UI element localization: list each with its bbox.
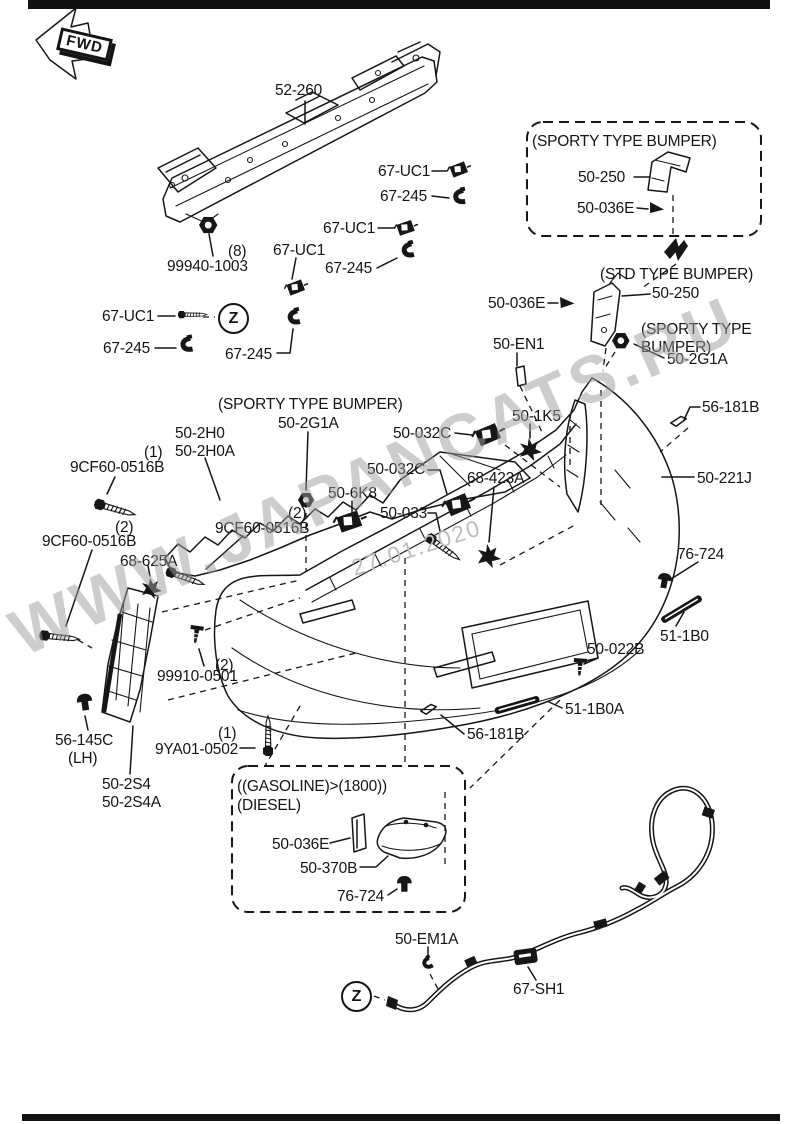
part-label-50-1k5: 50-1K5 — [512, 408, 561, 425]
part-label-56-145c: 56-145C — [55, 732, 114, 749]
side-bracket-drawing — [77, 579, 361, 775]
part-label-50-2g1a: 50-2G1A — [278, 415, 339, 432]
part-label-50-033: 50-033 — [380, 505, 428, 522]
part-label-50-6k8: 50-6K8 — [328, 485, 377, 502]
part-label-1: (1) — [144, 444, 163, 461]
double-arrow-icon — [664, 238, 688, 261]
part-label-sporty-type-bumper: (SPORTY TYPE BUMPER) — [532, 133, 717, 150]
part-label-67-sh1: 67-SH1 — [513, 981, 565, 998]
part-label-std-type-bumper: (STD TYPE BUMPER) — [600, 266, 754, 283]
part-label-50-032c: 50-032C — [367, 461, 426, 478]
part-label-50-036e: 50-036E — [488, 295, 546, 312]
part-label-50-em1a: 50-EM1A — [395, 931, 459, 948]
part-label-50-022b: 50-022B — [587, 641, 645, 658]
part-label-67-uc1: 67-UC1 — [102, 308, 155, 325]
part-label-56-181b: 56-181B — [702, 399, 760, 416]
part-label-52-260: 52-260 — [275, 82, 323, 99]
part-label-50-2s4-50-2s4a: 50-2S4 50-2S4A — [102, 776, 161, 811]
part-label-51-1b0a: 51-1B0A — [565, 701, 624, 718]
reinforcement-bar-drawing — [157, 41, 441, 224]
part-label-50-2h0-50-2h0a: 50-2H0 50-2H0A — [175, 425, 235, 460]
release-wire-drawing — [373, 785, 715, 1013]
part-label-9cf60-0516b: 9CF60-0516B — [215, 520, 310, 537]
part-label-67-245: 67-245 — [103, 340, 151, 357]
part-label-56-181b: 56-181B — [467, 726, 525, 743]
part-label-50-2g1a: 50-2G1A — [667, 351, 728, 368]
part-label-1: (1) — [218, 725, 237, 742]
clip-56181b-top — [669, 406, 701, 428]
z-view-circle-top: Z — [218, 303, 249, 334]
part-label-76-724: 76-724 — [337, 888, 385, 905]
part-label-50-036e: 50-036E — [577, 200, 635, 217]
part-label-76-724: 76-724 — [677, 546, 725, 563]
part-label-68-423a: 68-423A — [467, 470, 525, 487]
left-fasteners — [38, 476, 274, 757]
fuel-variant-box — [231, 558, 561, 913]
part-label-50-221j: 50-221J — [697, 470, 752, 487]
bottom-border-bar — [22, 1114, 780, 1121]
part-label-67-245: 67-245 — [325, 260, 373, 277]
part-label-50-en1: 50-EN1 — [493, 336, 545, 353]
part-label-8: (8) — [228, 243, 247, 260]
part-label-67-245: 67-245 — [380, 188, 428, 205]
std-bracket-drawing — [547, 263, 677, 371]
part-label-9ya01-0502: 9YA01-0502 — [155, 741, 239, 758]
part-label-50-250: 50-250 — [578, 169, 626, 186]
part-label-67-uc1: 67-UC1 — [323, 220, 376, 237]
right-side-parts — [419, 561, 704, 735]
part-label-50-036e: 50-036E — [272, 836, 330, 853]
part-label-9cf60-0516b: 9CF60-0516B — [70, 459, 165, 476]
part-label-sporty-type-bumper: (SPORTY TYPE BUMPER) — [641, 321, 752, 356]
middle-fasteners — [298, 352, 689, 572]
part-label-67-245: 67-245 — [225, 346, 273, 363]
nut-99940-icon — [199, 217, 218, 257]
part-label-51-1b0: 51-1B0 — [660, 628, 709, 645]
part-label-68-625a: 68-625A — [120, 553, 178, 570]
part-label-50-370b: 50-370B — [300, 860, 358, 877]
top-border-bar — [28, 0, 770, 9]
part-label-2: (2) — [115, 519, 134, 536]
part-label-67-uc1: 67-UC1 — [273, 242, 326, 259]
z-view-circle-bottom: Z — [341, 981, 372, 1012]
part-label-67-uc1: 67-UC1 — [378, 163, 431, 180]
part-label-9cf60-0516b: 9CF60-0516B — [42, 533, 137, 550]
clip-cluster — [154, 160, 473, 354]
trim-strip-drawing — [164, 451, 531, 577]
sporty-nut-right — [602, 333, 665, 372]
part-label-99940-1003: 99940-1003 — [167, 258, 248, 275]
part-label-lh: (LH) — [68, 750, 98, 767]
part-label-50-250: 50-250 — [652, 285, 700, 302]
part-label-99910-0501: 99910-0501 — [157, 668, 238, 685]
part-label-50-032c: 50-032C — [393, 425, 452, 442]
part-label-gasoline-1800: ((GASOLINE)>(1800)) — [237, 778, 387, 795]
part-label-sporty-type-bumper: (SPORTY TYPE BUMPER) — [218, 396, 403, 413]
part-label-2: (2) — [288, 505, 307, 522]
sporty-bumper-box — [526, 121, 762, 237]
part-label-2: (2) — [215, 657, 234, 674]
part-label-diesel: (DIESEL) — [237, 797, 301, 814]
